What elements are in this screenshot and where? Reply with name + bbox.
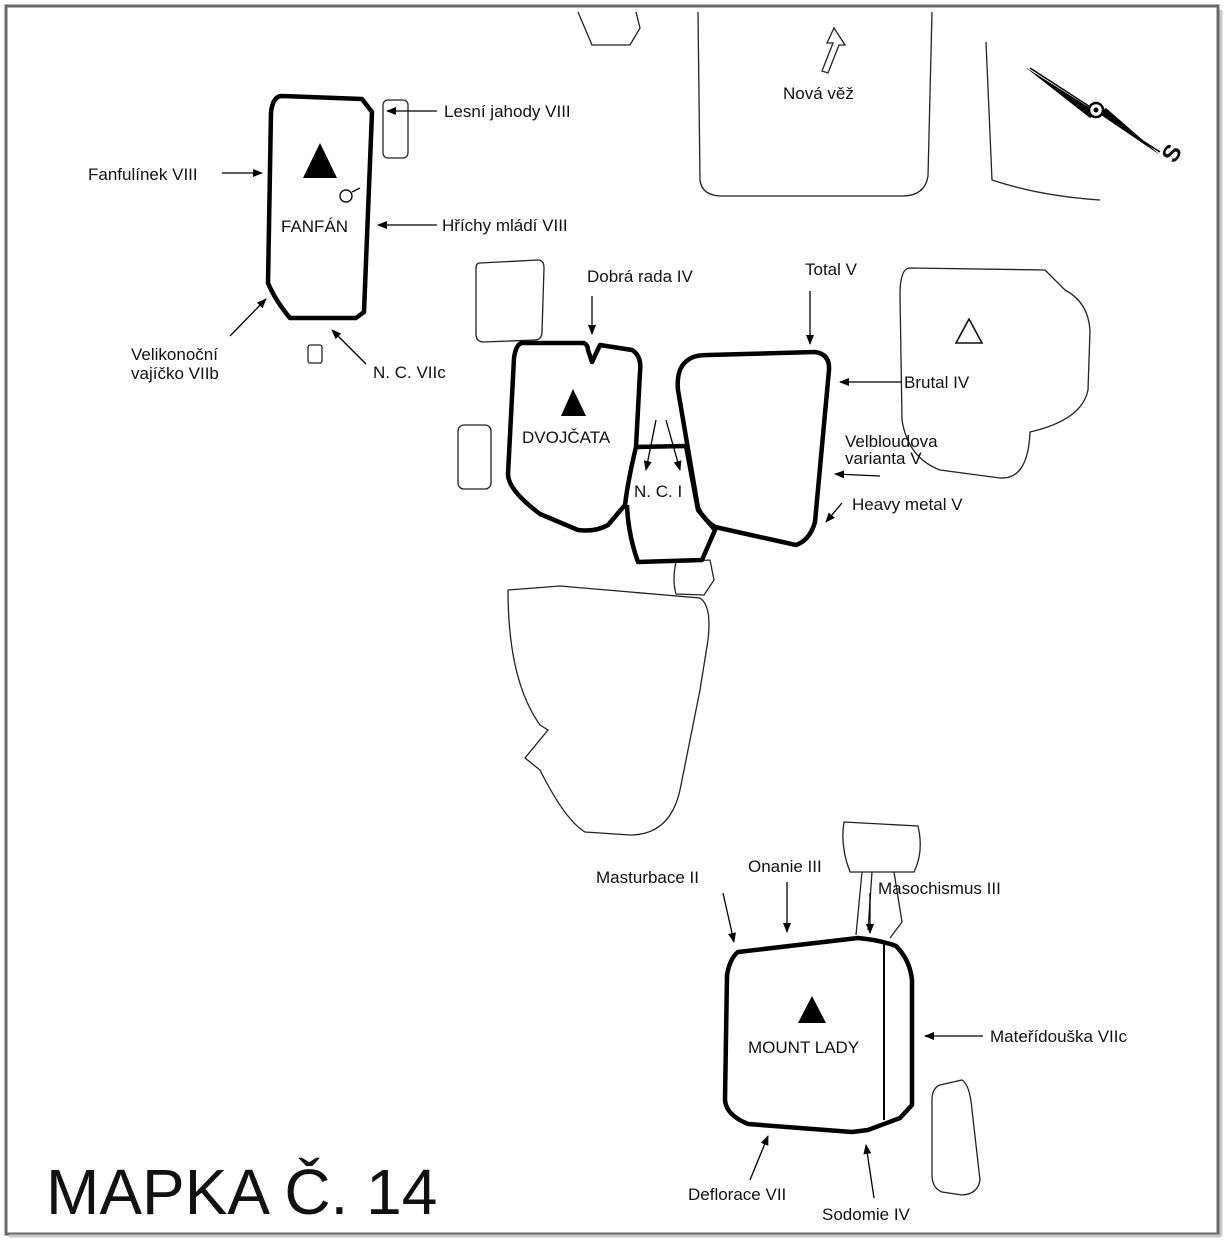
summit-triangle-filled-icon — [561, 389, 586, 416]
label-total: Total V — [805, 260, 858, 279]
label-velbloudova-line1: Velbloudova — [845, 432, 938, 451]
label-velikonocni-line1: Velikonoční — [131, 345, 218, 364]
tower-nc1-outline — [624, 443, 718, 565]
rock-right-big — [899, 267, 1091, 479]
label-masturbace: Masturbace II — [596, 868, 699, 887]
nova-vez-arrow-icon — [821, 26, 847, 74]
label-deflorace: Deflorace VII — [688, 1185, 786, 1204]
label-hrichy-mladi: Hříchy mládí VIII — [442, 216, 568, 235]
label-velbloudova-line2: varianta V — [845, 449, 922, 468]
tower-total-outline — [675, 349, 832, 548]
rock-top-small — [577, 11, 641, 46]
rock-top-right — [985, 41, 1101, 201]
label-velikonocni-line2: vajíčko VIIb — [131, 364, 219, 383]
belay-ring-icon — [339, 187, 361, 203]
label-materidouska: Mateřídouška VIIc — [990, 1027, 1128, 1046]
rock-lesni-jahody — [382, 99, 409, 159]
label-nova-vez: Nová věž — [783, 84, 854, 103]
rock-nova-vez — [697, 11, 933, 197]
tower-fanfan-outline — [265, 93, 375, 321]
summit-triangle-filled-icon — [303, 143, 337, 178]
label-masochismus: Masochismus III — [878, 879, 1001, 898]
label-fanfulinek: Fanfulínek VIII — [88, 165, 198, 184]
rock-connector — [673, 559, 715, 596]
rock-bottom-right — [931, 1079, 981, 1196]
tower-label-fanfan: FANFÁN — [281, 217, 348, 236]
tower-label-dvojcata: DVOJČATA — [522, 428, 611, 447]
route-arrows — [222, 107, 983, 1199]
label-dobra-rada: Dobrá rada IV — [587, 267, 693, 286]
label-lesni-jahody: Lesní jahody VIII — [444, 102, 571, 121]
map-border — [4, 4, 1220, 1236]
summit-triangle-filled-icon — [798, 996, 826, 1023]
label-nc-viic: N. C. VIIc — [373, 363, 446, 382]
rock-large-middle — [507, 585, 710, 836]
label-sodomie: Sodomie IV — [822, 1205, 911, 1224]
tower-dvojcata-outline — [505, 340, 643, 533]
rock-tiny — [307, 344, 323, 364]
rock-outlines — [307, 11, 1101, 1196]
label-onanie: Onanie III — [748, 857, 822, 876]
tower-label-mount-lady: MOUNT LADY — [748, 1038, 859, 1057]
compass-needle-icon — [1025, 67, 1161, 155]
map-title: MAPKA Č. 14 — [46, 1156, 437, 1228]
tower-mount-lady-outline — [722, 935, 915, 1135]
rock-small-left — [457, 424, 492, 490]
label-heavy-metal: Heavy metal V — [852, 495, 963, 514]
label-brutal: Brutal IV — [904, 373, 970, 392]
tower-label-nc1: N. C. I — [634, 482, 682, 501]
rock-square-left — [475, 259, 545, 343]
summit-triangle-outline-icon — [954, 317, 984, 344]
rock-top-mount-lady — [842, 821, 921, 873]
